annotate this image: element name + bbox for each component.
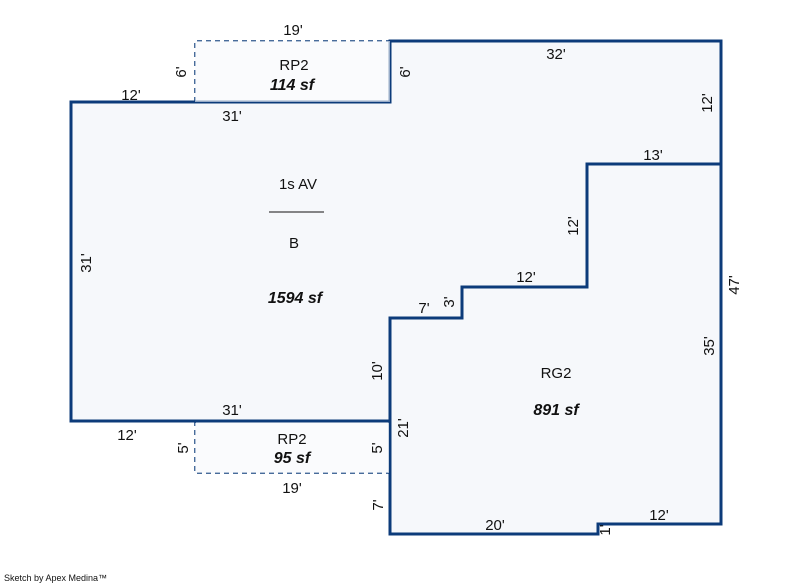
dim-step-v-12: 12' (565, 216, 582, 236)
rp2-bottom-area: 95 sf (274, 450, 312, 467)
dim-rp2b-left-5: 5' (175, 442, 192, 453)
main-room-name: 1s AV (279, 176, 317, 193)
rp2-bottom-name: RP2 (277, 431, 306, 448)
dim-left-top-12: 12' (121, 87, 141, 104)
dim-step-13: 13' (643, 147, 663, 164)
dim-bottom-20: 20' (485, 517, 505, 534)
dim-right-12: 12' (699, 93, 716, 113)
dim-step-h-12: 12' (516, 269, 536, 286)
rp2-top-area: 114 sf (270, 77, 316, 94)
dim-rp2b-right-5: 5' (369, 442, 386, 453)
dim-v-7: 7' (370, 499, 387, 510)
dim-left-31: 31' (78, 253, 95, 273)
rg2-outline (388, 162, 723, 536)
rg2-area: 891 sf (533, 402, 580, 419)
dim-right-47: 47' (726, 275, 743, 295)
dim-top-32: 32' (546, 46, 566, 63)
dim-bottom-19: 19' (282, 480, 302, 497)
dim-rp2t-left-6: 6' (173, 66, 190, 77)
dim-bottom-12: 12' (649, 507, 669, 524)
sketch-credit: Sketch by Apex Medina™ (4, 573, 107, 583)
dim-notch-1: 1' (597, 524, 614, 535)
dim-inner-top-31: 31' (222, 108, 242, 125)
rg2-name: RG2 (541, 365, 572, 382)
dim-inner-bottom-31: 31' (222, 402, 242, 419)
dim-step-3: 3' (441, 296, 458, 307)
dim-rg2-35: 35' (701, 336, 718, 356)
main-room-sub: B (289, 235, 299, 252)
dim-v-21: 21' (395, 418, 412, 438)
dim-step-7: 7' (418, 300, 429, 317)
dim-rp2t-right-6: 6' (397, 66, 414, 77)
main-room-area: 1594 sf (268, 290, 324, 307)
dim-v-10: 10' (369, 361, 386, 381)
rp2-top-name: RP2 (279, 57, 308, 74)
dim-top-19: 19' (283, 22, 303, 39)
dim-left-bottom-12: 12' (117, 427, 137, 444)
